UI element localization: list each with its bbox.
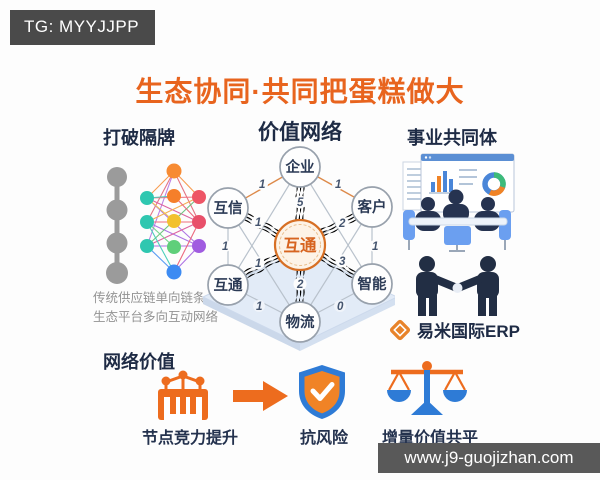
meeting-illustration (402, 153, 515, 252)
weight-customer: 2 (338, 218, 346, 230)
network-center-node: 互通 (273, 218, 327, 272)
svg-text:互通: 互通 (284, 236, 318, 255)
page-title: 生态协同·共同把蛋糕做大 (135, 76, 465, 107)
weight-ring-4: 1 (256, 301, 262, 313)
label-node-competitiveness: 节点竞力提升 (141, 430, 238, 447)
network-node-enterprise: 企业 (279, 146, 321, 188)
erp-logo: 易米国际ERP (388, 317, 520, 342)
weight-enterprise: 5 (297, 197, 304, 209)
label-incremental-value: 增量价值共平 (381, 430, 478, 447)
value-network-diagram: 5 1 2 1 3 2 1 1 1 1 1 0 企业 (201, 146, 395, 351)
section-heading-community: 事业共同体 (407, 128, 497, 148)
handshake-illustration (416, 256, 499, 316)
screen-donut-chart (482, 172, 506, 196)
weight-intelligence: 3 (339, 256, 346, 268)
erp-logo-diamond-icon (389, 319, 411, 340)
svg-text:企业: 企业 (285, 158, 315, 176)
telegram-badge: TG: MYYJJPP (10, 10, 156, 45)
weight-trust: 1 (255, 217, 261, 229)
section-heading-network-value: 网络价值 (103, 352, 175, 372)
svg-text:互通: 互通 (214, 277, 243, 294)
section-heading-break-barriers: 打破隔牌 (103, 128, 175, 148)
legacy-chain-illustration (106, 167, 128, 284)
balance-scales-icon (387, 361, 467, 415)
edge-weight-labels: 5 1 2 1 3 2 1 1 1 1 1 0 (219, 178, 381, 313)
mesh-network-nodes (140, 163, 206, 280)
caption-eco-platform: 生态平台多向互动网络 (93, 310, 219, 324)
weight-ring-3: 1 (372, 241, 378, 253)
svg-text:客户: 客户 (357, 198, 387, 216)
svg-text:互信: 互信 (214, 199, 243, 217)
network-node-logistics: 物流 (279, 301, 321, 343)
weight-logistics: 2 (296, 279, 304, 291)
weight-ring-5: 0 (337, 301, 344, 313)
erp-logo-text: 易米国际ERP (417, 322, 520, 341)
network-node-trust: 互信 (207, 187, 249, 229)
svg-text:物流: 物流 (286, 313, 315, 331)
risk-shield-icon (299, 365, 345, 419)
weight-interlink: 1 (255, 258, 261, 270)
network-node-intelligence: 智能 (351, 263, 393, 305)
left-panel-captions: 传统供应链单向链条 生态平台多向互动网络 (93, 289, 218, 327)
caption-traditional-chain: 传统供应链单向链条 (93, 291, 206, 305)
label-risk-resistance: 抗风险 (299, 430, 348, 447)
network-node-customer: 客户 (351, 186, 393, 228)
supply-chain-vs-network-illustration (106, 163, 206, 284)
node-competitiveness-icon (158, 370, 208, 420)
weight-ring-1: 1 (335, 179, 341, 191)
network-node-interlink: 互通 (207, 264, 249, 306)
section-heading-value-network: 价值网络 (258, 121, 342, 144)
arrow-right-icon (233, 381, 288, 411)
weight-ring-0: 1 (259, 179, 265, 191)
watermark-url: www.j9-guojizhan.com (378, 443, 600, 473)
svg-text:智能: 智能 (358, 275, 387, 293)
weight-ring-2: 1 (222, 241, 228, 253)
